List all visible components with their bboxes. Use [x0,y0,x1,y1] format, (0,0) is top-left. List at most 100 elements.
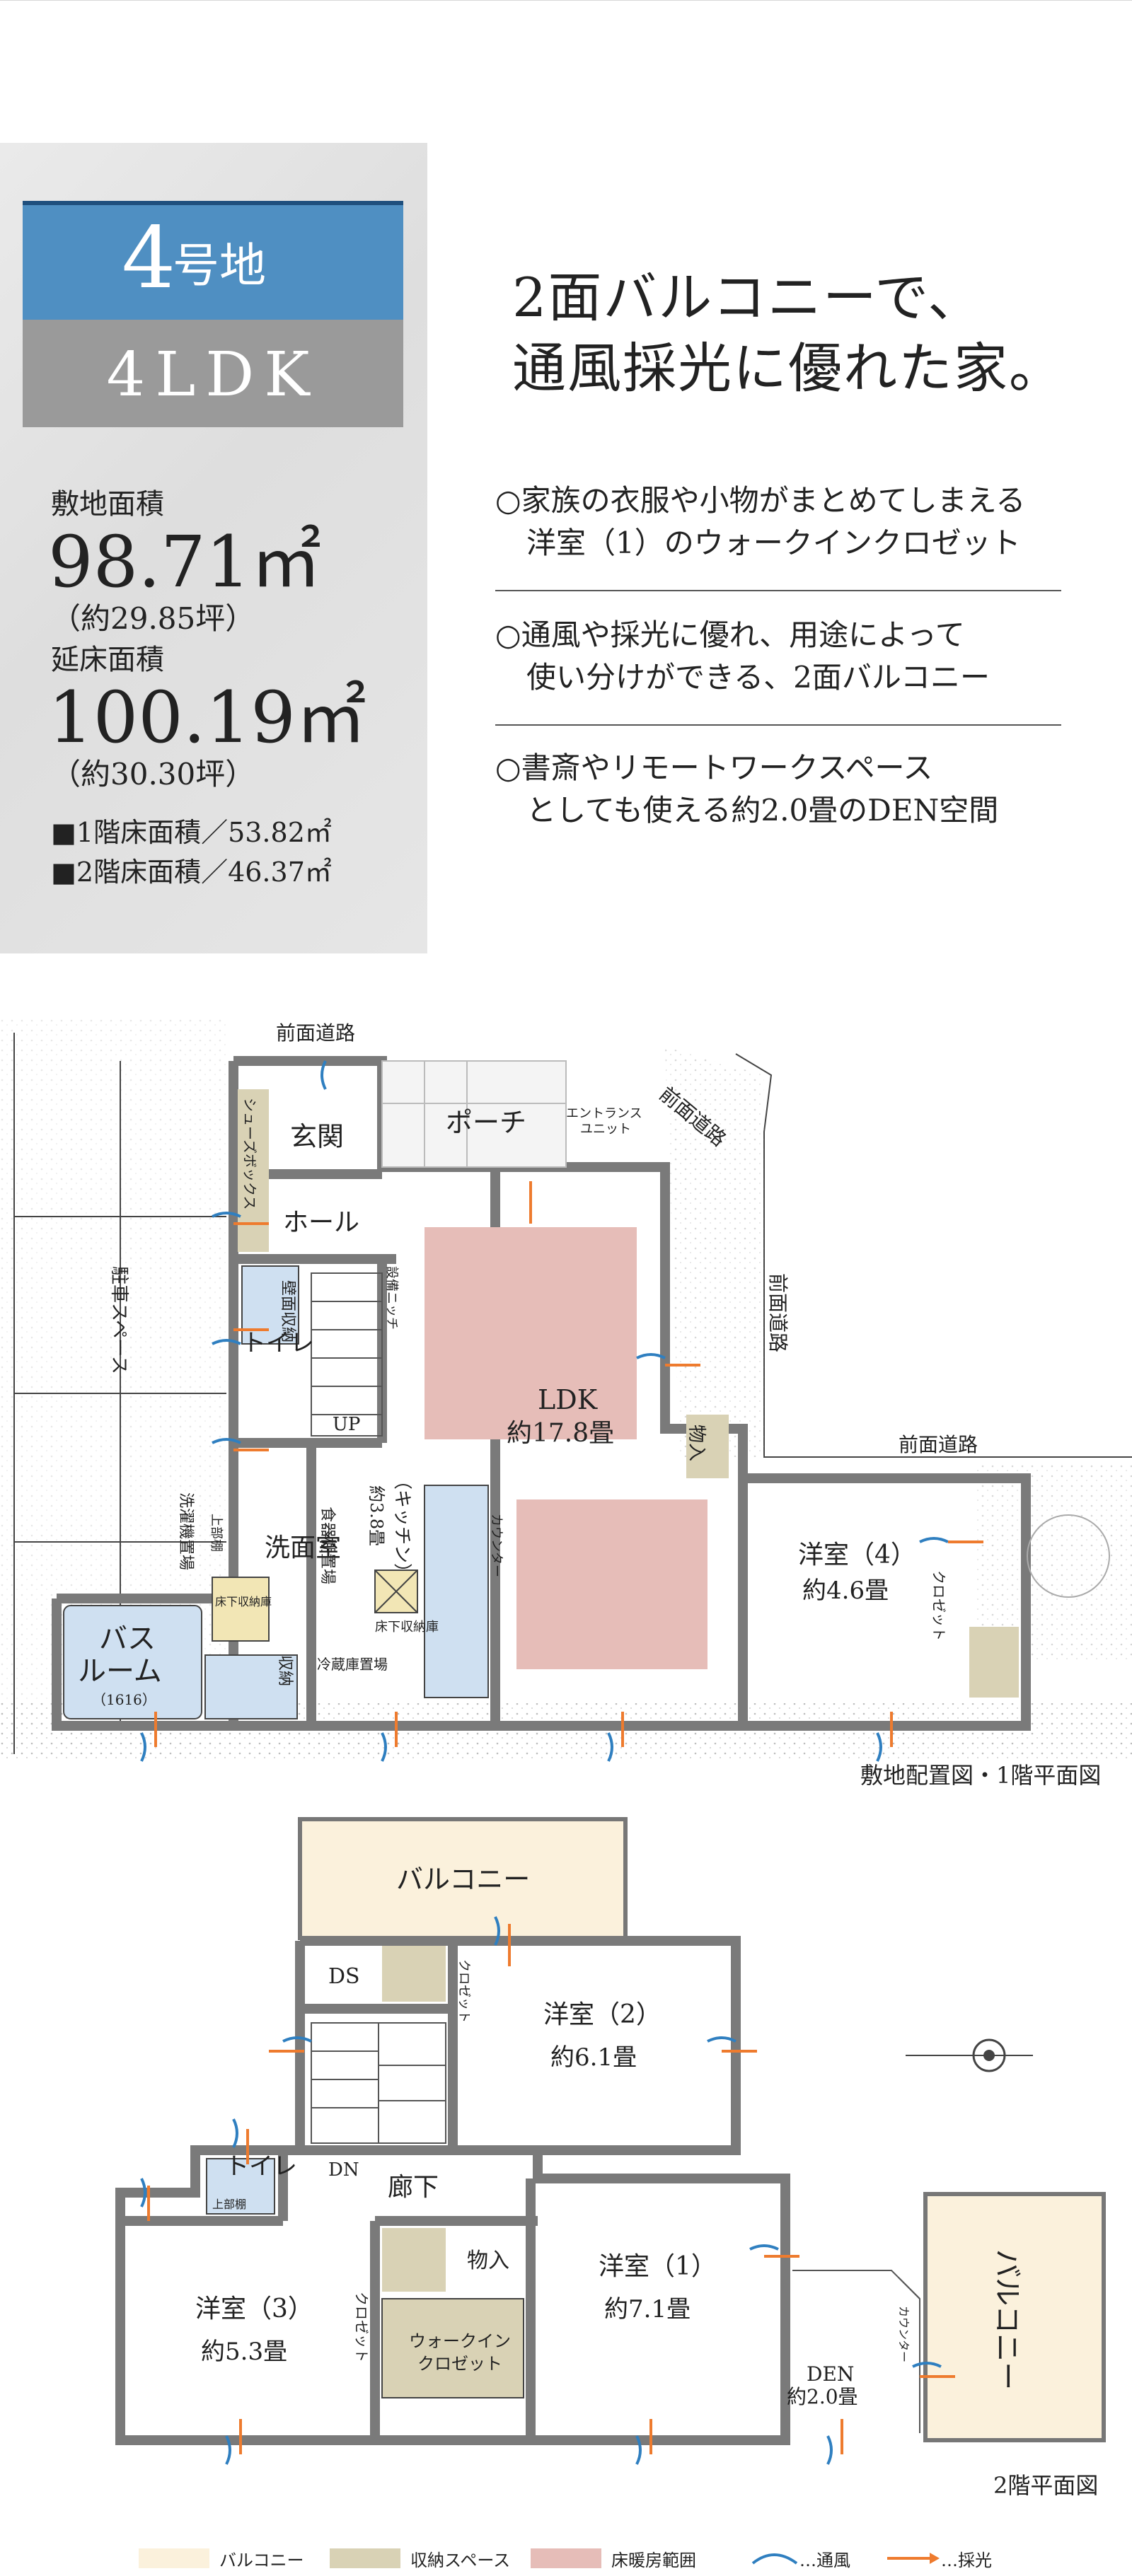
western4-label: 洋室（4） [798,1541,916,1570]
feature-3: ○書斎やリモートワークスペース としても使える約2.0畳のDEN空間 [495,747,1104,832]
entrance-unit-label-2: ユニット [580,1122,631,1137]
niche-label: 設備ニッチ [384,1266,399,1330]
layout-type-box: 4LDK [23,320,403,427]
den-counter [792,2270,920,2433]
hall-label: ホール [283,1208,359,1237]
floor1-stairs [311,1272,383,1437]
balcony-top [298,1817,628,1940]
feature-1: ○家族の衣服や小物がまとめてしまえる 洋室（1）のウォークインクロゼット [495,480,1104,564]
side-ground [665,1047,764,1457]
heating-area-1 [424,1227,637,1439]
feature-divider [495,590,1061,591]
porch-label: ポーチ [446,1107,526,1138]
floor-area-value: 100.19㎡ [48,676,366,759]
ldk-size-label: 約17.8畳 [507,1419,614,1448]
feature-2-line-1: ○通風や採光に優れ、用途によって [495,617,965,652]
wall-storage-label: 壁面収納 [279,1280,296,1342]
closet-a-label: クロゼット [456,1959,471,2023]
feature-1-line-2: 洋室（1）のウォークインクロゼット [526,526,1021,560]
floor2-stairs [311,2022,446,2144]
spec-panel: 4 号地 4LDK 敷地面積 98.71㎡ （約29.85坪） 延床面積 100… [0,143,427,953]
balcony-right-label: バルコニー [990,2249,1023,2390]
floor1-drawing: 前面道路 前面道路 前面道路 前面道路 駐車スペース 玄関 シューズボックス ホ… [0,1019,1132,1762]
den-counter-label: カウンター [897,2306,911,2362]
wind-arrows [140,1060,949,1762]
floor1-area: ■1階床面積／53.82㎡ [51,817,332,848]
monoire-label: 物入 [686,1425,707,1461]
dish-shelf-label: 食器棚置場 [318,1507,336,1584]
legend-label: …採光 [941,2550,992,2570]
feature-divider [495,724,1061,726]
toilet-fixture [206,2158,275,2215]
ldk-label: LDK [538,1384,598,1415]
legend-storage: 収納スペース [330,2546,510,2570]
lot-suffix: 号地 [173,238,266,293]
bath-label-2: ルーム [78,1655,162,1688]
western4-size-label: 約4.6畳 [802,1577,889,1605]
legend-swatch [139,2548,209,2568]
legend: バルコニー 収納スペース 床暖房範囲 …通風 …採光 [0,2545,1132,2573]
walkin-label-1: ウォークイン [409,2331,511,2351]
upper-shelf-label: 上部棚 [209,1514,224,1552]
monoire-label: 物入 [467,2249,509,2273]
heating-area-2 [516,1499,708,1669]
legend-wind: …通風 [750,2546,850,2570]
floor2-walls [115,1936,790,2445]
site-area-value: 98.71㎡ [48,521,322,603]
monoire-area [686,1415,729,1478]
upper-shelf-label: 上部棚 [212,2198,246,2211]
kitchen-counter [424,1485,489,1698]
closet-a-area [382,1945,446,2002]
layout-type: 4LDK [106,340,320,410]
dn-label: DN [328,2159,359,2181]
floor2-drawing: バルコニー DS クロゼット 洋室（2） 約6.1畳 トイレ 上部棚 DN 廊下… [115,1817,1106,2465]
washroom-storage [212,1577,270,1642]
legend-label: 収納スペース [410,2550,511,2570]
western1-label: 洋室（1） [599,2252,717,2281]
site-area-tsubo: （約29.85坪） [51,601,255,636]
boundary-line [735,1053,1132,1458]
site-area-label: 敷地面積 [51,488,164,521]
light-arrows [147,1924,955,2454]
wind-arrows [140,1916,942,2465]
toilet-label: トイレ [242,1329,314,1357]
storage-label: 収納 [276,1655,294,1686]
western2-size-label: 約6.1畳 [550,2043,637,2072]
parking-label: 駐車スペース [108,1266,129,1374]
kitchen-size-label: 約3.8畳 [366,1485,386,1546]
headline-line-1: 2面バルコニーで、 [512,266,983,329]
entrance-unit-label-1: エントランス [566,1106,642,1121]
floor2-plan: バルコニー DS クロゼット 洋室（2） 約6.1畳 トイレ 上部棚 DN 廊下… [0,1811,1132,2518]
bath-size-label: （1616） [92,1691,156,1708]
legend-heating: 床暖房範囲 [531,2546,696,2570]
feature-3-line-2: としても使える約2.0畳のDEN空間 [526,793,999,828]
washroom-label: 洗面室 [265,1533,341,1562]
feature-3-line-1: ○書斎やリモートワークスペース [495,750,933,785]
wash-basin [204,1654,298,1719]
floor1-caption: 敷地配置図・1階平面図 [860,1762,1102,1789]
road-label-side: 前面道路 [766,1273,790,1352]
up-label: UP [333,1414,360,1435]
closet4-area [969,1627,1019,1698]
floor-area-label: 延床面積 [51,644,164,676]
legend-balcony: バルコニー [139,2546,304,2570]
legend-light: …採光 [884,2546,992,2570]
counter-label: カウンター [489,1514,504,1577]
feature-1-line-1: ○家族の衣服や小物がまとめてしまえる [495,483,1026,518]
tree-icon [1027,1514,1110,1598]
den-label: DEN [807,2362,854,2386]
corridor-label: 廊下 [388,2173,439,2202]
legend-label: …通風 [799,2550,850,2570]
wind-icon [751,2553,798,2565]
den-size-label: 約2.0畳 [787,2385,858,2408]
floor-area-tsubo: （約30.30坪） [51,757,255,791]
shoebox-label: シューズボックス [241,1098,258,1209]
light-arrows [154,1181,983,1747]
toilet-label: トイレ [225,2152,297,2181]
walkin-label-2: クロゼット [417,2354,502,2374]
washer-label: 洗濯機置場 [177,1492,195,1570]
washroom-storage-label: 床下収納庫 [215,1595,272,1608]
porch-tiles [381,1060,567,1168]
western2-label: 洋室（2） [543,2000,662,2029]
legend-swatch [330,2548,400,2568]
